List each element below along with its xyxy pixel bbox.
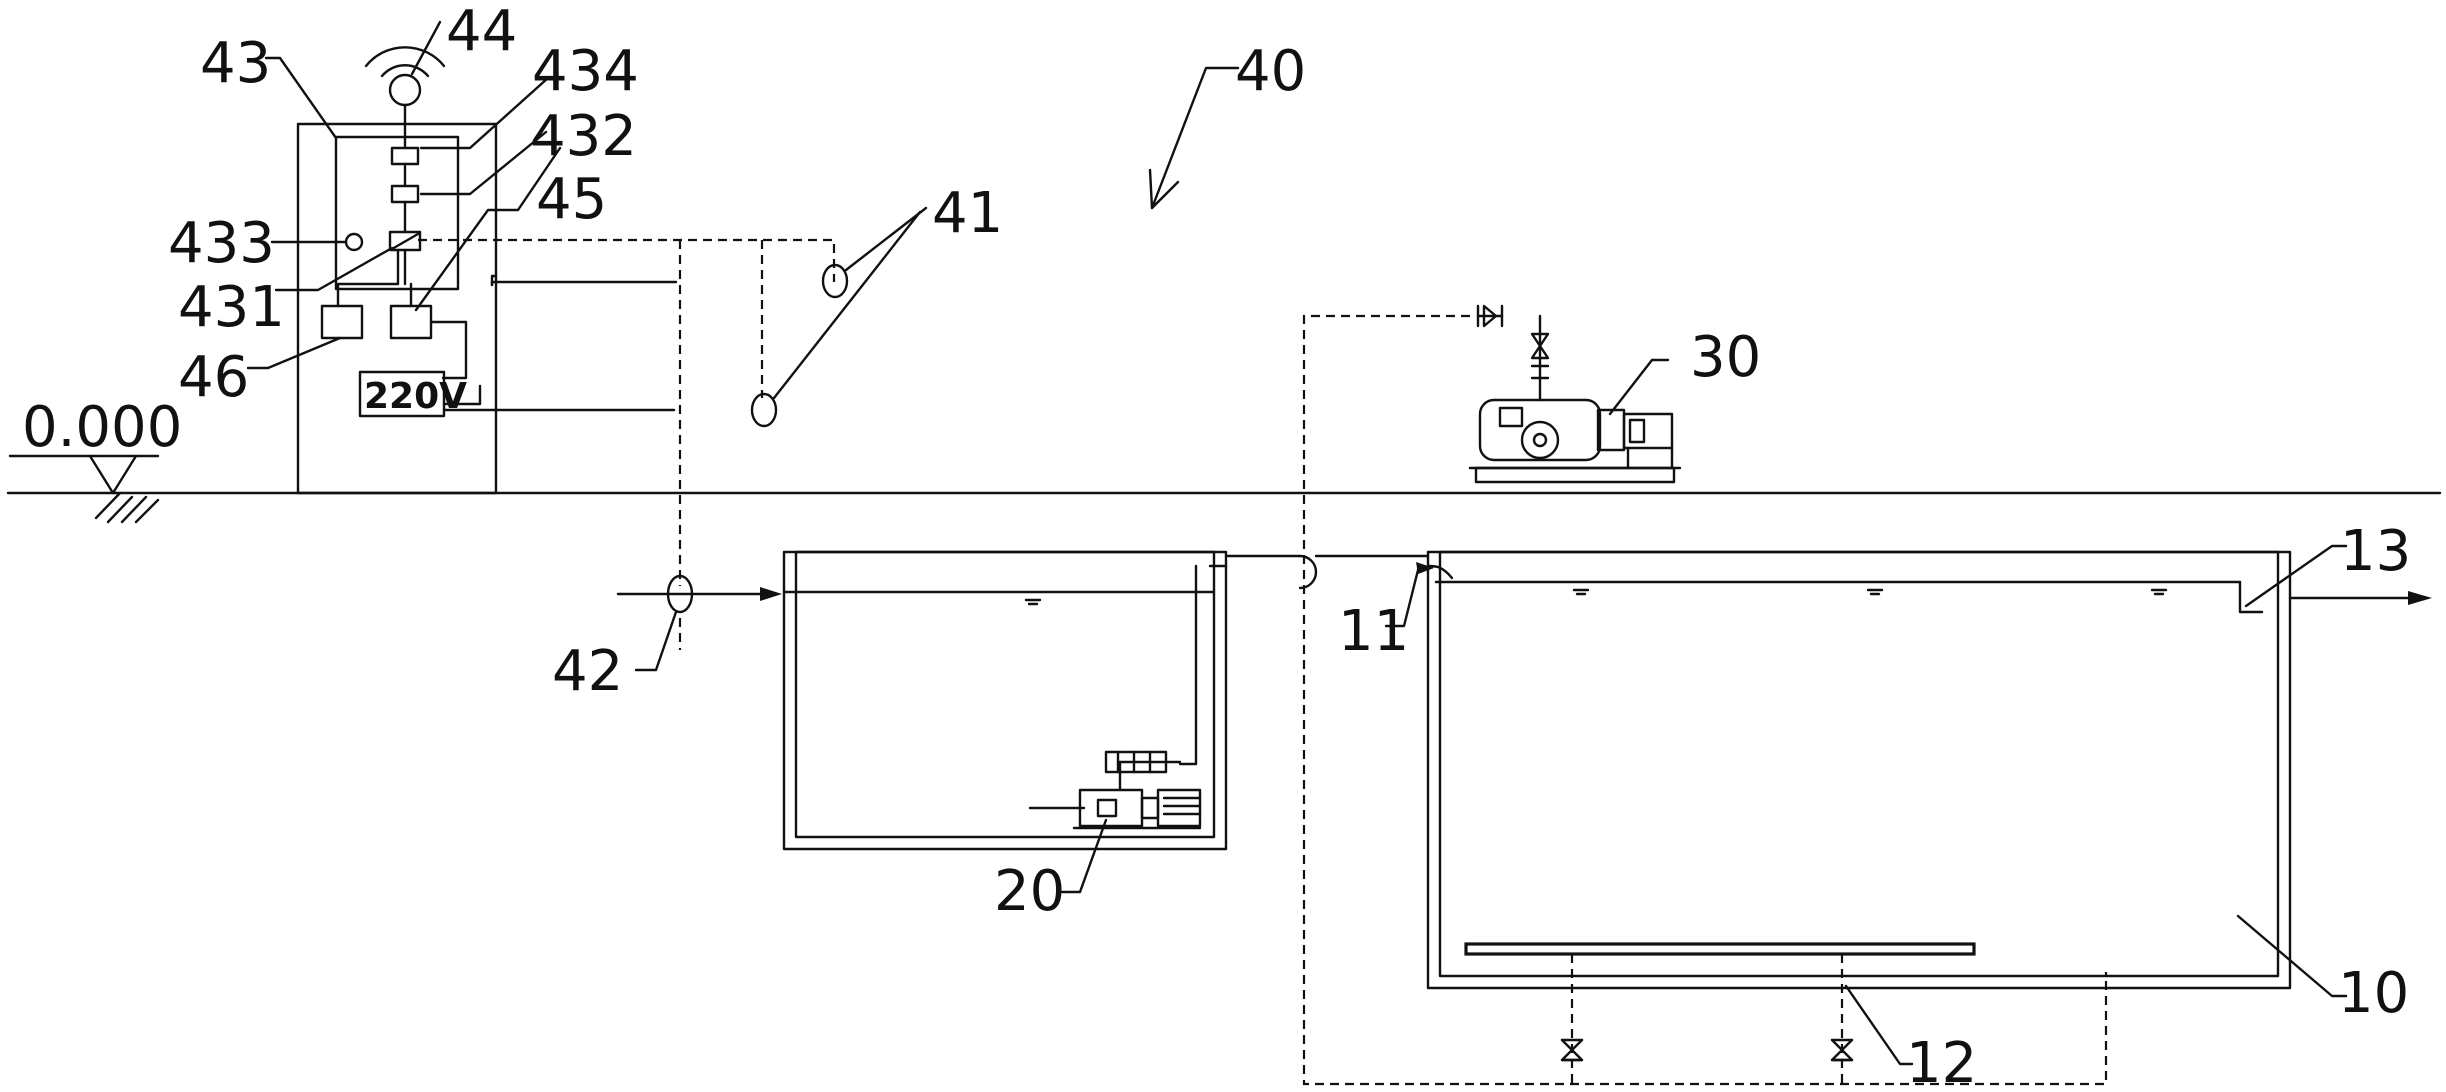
outlet-pipe — [2238, 580, 2432, 614]
outlet-label: 13 — [2340, 519, 2411, 584]
system-40-arrow — [1148, 66, 1240, 210]
module-45-leader — [414, 146, 562, 312]
sensor-41a — [821, 263, 849, 299]
inflow-pipe — [616, 587, 782, 601]
aerator-leader — [1844, 984, 1914, 1066]
power-cables — [442, 274, 678, 412]
main-tank-label: 10 — [2338, 961, 2409, 1026]
pump-tank-leader — [1060, 818, 1108, 894]
control-box-label: 43 — [200, 31, 271, 96]
sensor-42-label: 42 — [552, 639, 623, 704]
outlet-leader — [2244, 544, 2348, 608]
aerator — [1464, 942, 1976, 1084]
system-40-label: 40 — [1235, 39, 1306, 104]
module-45-label: 45 — [536, 167, 607, 232]
main-tank-leader — [2236, 914, 2348, 998]
module-431-label: 431 — [178, 275, 285, 340]
module-stack — [344, 146, 422, 252]
sensor-42-leader — [634, 610, 678, 672]
control-box — [296, 122, 498, 495]
module-433-label: 433 — [168, 211, 275, 276]
module-431-leader — [274, 246, 394, 292]
sensor-41-label: 41 — [932, 181, 1003, 246]
sensor-41-leaders — [772, 206, 928, 400]
aerator-label: 12 — [1906, 1031, 1977, 1092]
module-434-label: 434 — [532, 39, 639, 104]
pump-tank — [782, 550, 1228, 851]
blower-leader — [1608, 358, 1670, 416]
ground-level-label: 0.000 — [22, 395, 182, 460]
inlet-pipe — [1416, 562, 1454, 580]
signal-lines — [418, 238, 2108, 1086]
ground-level-marker — [8, 454, 160, 524]
module-432-leader — [419, 130, 548, 196]
blower-unit — [1468, 304, 1682, 484]
module-434-leader — [419, 76, 550, 150]
pump-tank-label: 20 — [994, 859, 1065, 924]
module-46-label: 46 — [178, 345, 249, 410]
antenna-label: 44 — [446, 0, 517, 64]
inlet-label: 11 — [1338, 599, 1409, 664]
module-links — [320, 248, 468, 380]
control-box-leader — [264, 56, 338, 140]
inlet-leader — [1384, 568, 1420, 628]
blower-label: 30 — [1690, 325, 1761, 390]
module-432-label: 432 — [530, 104, 637, 169]
antenna-icon — [364, 20, 446, 150]
module-46-leader — [246, 336, 342, 370]
submersible-pump — [1028, 750, 1202, 830]
main-tank — [1226, 550, 2292, 990]
sensor-41b — [750, 392, 778, 428]
